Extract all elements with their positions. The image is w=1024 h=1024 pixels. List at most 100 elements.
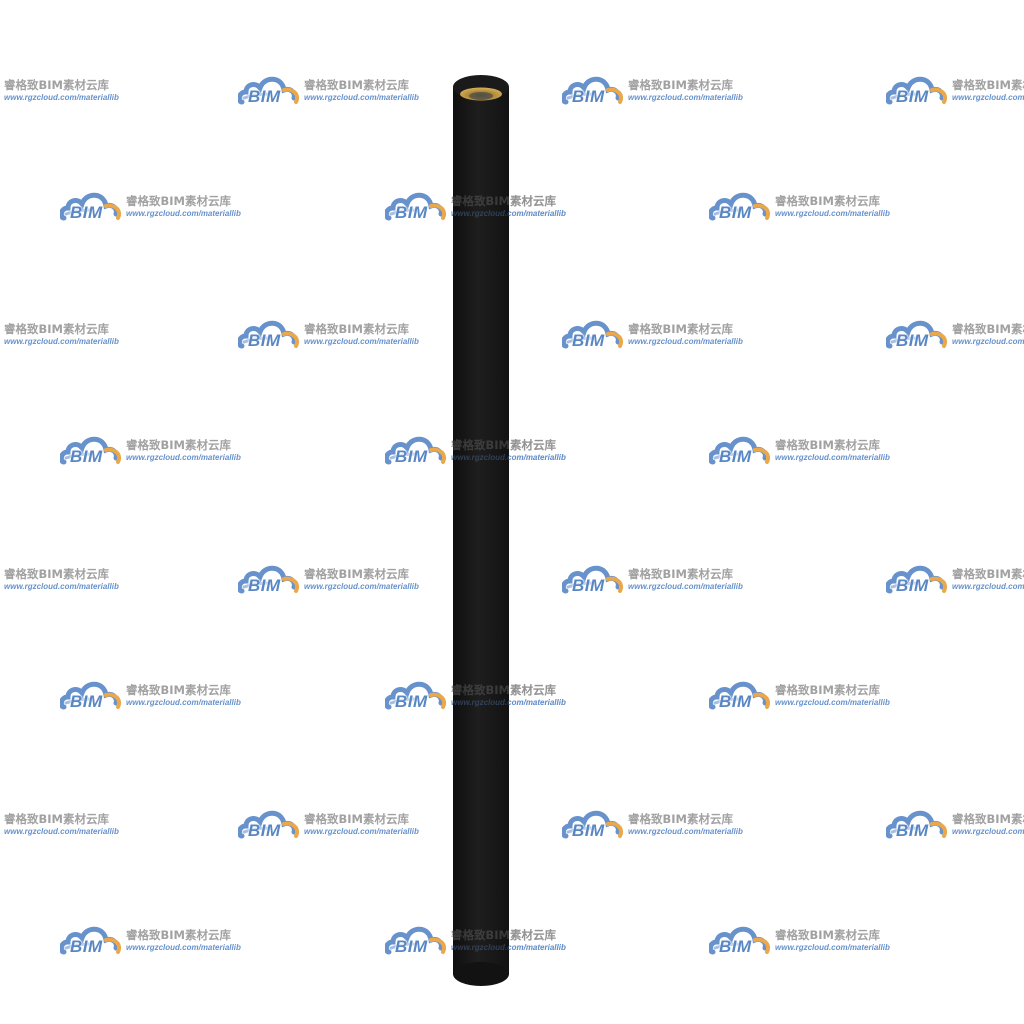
watermark-url: www.rgzcloud.com/materiallib [126, 943, 241, 952]
watermark-url: www.rgzcloud.com/materiallib [628, 827, 743, 836]
cloud-logo-icon [709, 681, 770, 710]
pipe-inner-shadow [469, 92, 493, 100]
watermark-title: 睿格致BIM素材云库 [952, 567, 1024, 581]
watermark-brand: BIM [395, 692, 428, 711]
pipe-graphic [453, 75, 509, 986]
cloud-logo-icon [709, 926, 770, 955]
pipe-model [452, 74, 510, 988]
watermark-brand: BIM [572, 576, 605, 595]
watermark-brand: BIM [70, 447, 103, 466]
watermark-url: www.rgzcloud.com/materiallib [952, 827, 1024, 836]
watermark-brand: BIM [896, 87, 929, 106]
cloud-logo-icon [238, 320, 299, 349]
watermark-url: www.rgzcloud.com/materiallib [775, 209, 890, 218]
watermark-title: 睿格致BIM素材云库 [4, 78, 109, 92]
cloud-logo-icon [385, 436, 446, 465]
watermark-url: www.rgzcloud.com/materiallib [952, 93, 1024, 102]
watermark-title: 睿格致BIM素材云库 [952, 812, 1024, 826]
watermark-url: www.rgzcloud.com/materiallib [451, 209, 566, 218]
cloud-logo-icon [0, 561, 2, 601]
watermark-brand: BIM [719, 692, 752, 711]
watermark-url: www.rgzcloud.com/materiallib [304, 337, 419, 346]
pipe-bottom-cap [453, 962, 509, 986]
watermark-title: 睿格致BIM素材云库 [4, 812, 109, 826]
watermark-title: 睿格致BIM素材云库 [451, 438, 556, 452]
watermark-url: www.rgzcloud.com/materiallib [4, 337, 119, 346]
watermark-brand: BIM [70, 692, 103, 711]
watermark-title: 睿格致BIM素材云库 [126, 438, 231, 452]
watermark-title: 睿格致BIM素材云库 [304, 567, 409, 581]
watermark-brand: BIM [248, 87, 281, 106]
watermark-title: 睿格致BIM素材云库 [775, 438, 880, 452]
watermark-title: 睿格致BIM素材云库 [952, 78, 1024, 92]
watermark: BIM 睿格致BIM素材云库www.rgzcloud.com/materialli… [886, 561, 1024, 601]
watermark-brand: BIM [70, 203, 103, 222]
watermark-url: www.rgzcloud.com/materiallib [952, 582, 1024, 591]
cloud-logo-icon [60, 192, 121, 221]
watermark-brand: BIM [896, 576, 929, 595]
watermark-url: www.rgzcloud.com/materiallib [451, 943, 566, 952]
watermark-url: www.rgzcloud.com/materiallib [628, 93, 743, 102]
cloud-logo-icon [0, 316, 2, 356]
watermark-brand: BIM [395, 203, 428, 222]
watermark-brand: BIM [572, 87, 605, 106]
cloud-logo-icon [60, 926, 121, 955]
watermark-url: www.rgzcloud.com/materiallib [4, 93, 119, 102]
cloud-logo-icon [709, 436, 770, 465]
watermark: BIM 睿格致BIM素材云库www.rgzcloud.com/materialli… [886, 806, 1024, 846]
watermark-title: 睿格致BIM素材云库 [451, 683, 556, 697]
watermark-url: www.rgzcloud.com/materiallib [628, 337, 743, 346]
watermark-title: 睿格致BIM素材云库 [451, 928, 556, 942]
watermark-brand: BIM [896, 821, 929, 840]
cloud-logo-icon [60, 681, 121, 710]
watermark-url: www.rgzcloud.com/materiallib [775, 698, 890, 707]
watermark: BIM 睿格致BIM素材云库www.rgzcloud.com/materialli… [886, 72, 1024, 112]
watermark-brand: BIM [70, 937, 103, 956]
watermark-url: www.rgzcloud.com/materiallib [775, 943, 890, 952]
cloud-logo-icon [562, 565, 623, 594]
cloud-logo-icon [709, 192, 770, 221]
watermark-brand: BIM [248, 576, 281, 595]
watermark: BIM睿格致BIM素材云库www.rgzcloud.com/materialli… [0, 806, 128, 846]
watermark-brand: BIM [248, 331, 281, 350]
watermark: BIM睿格致BIM素材云库www.rgzcloud.com/materialli… [0, 72, 128, 112]
watermark-title: 睿格致BIM素材云库 [628, 567, 733, 581]
cloud-logo-icon [60, 436, 121, 465]
watermark-title: 睿格致BIM素材云库 [4, 567, 109, 581]
cloud-logo-icon [562, 810, 623, 839]
watermark-title: 睿格致BIM素材云库 [952, 322, 1024, 336]
cloud-logo-icon [0, 72, 2, 112]
watermark-brand: BIM [572, 331, 605, 350]
watermark-title: 睿格致BIM素材云库 [628, 812, 733, 826]
cloud-logo-icon [238, 76, 299, 105]
watermark-brand: BIM [719, 203, 752, 222]
watermark-title: 睿格致BIM素材云库 [126, 928, 231, 942]
watermark-brand: BIM [719, 937, 752, 956]
watermark-url: www.rgzcloud.com/materiallib [304, 827, 419, 836]
watermark-title: 睿格致BIM素材云库 [126, 683, 231, 697]
watermark-brand: BIM [395, 447, 428, 466]
cloud-logo-icon [562, 320, 623, 349]
cloud-logo-icon [385, 192, 446, 221]
pipe-body [453, 87, 509, 975]
cloud-logo-icon [886, 76, 947, 105]
watermark-url: www.rgzcloud.com/materiallib [126, 453, 241, 462]
cloud-logo-icon [886, 810, 947, 839]
watermark-brand: BIM [719, 447, 752, 466]
watermark-url: www.rgzcloud.com/materiallib [4, 582, 119, 591]
